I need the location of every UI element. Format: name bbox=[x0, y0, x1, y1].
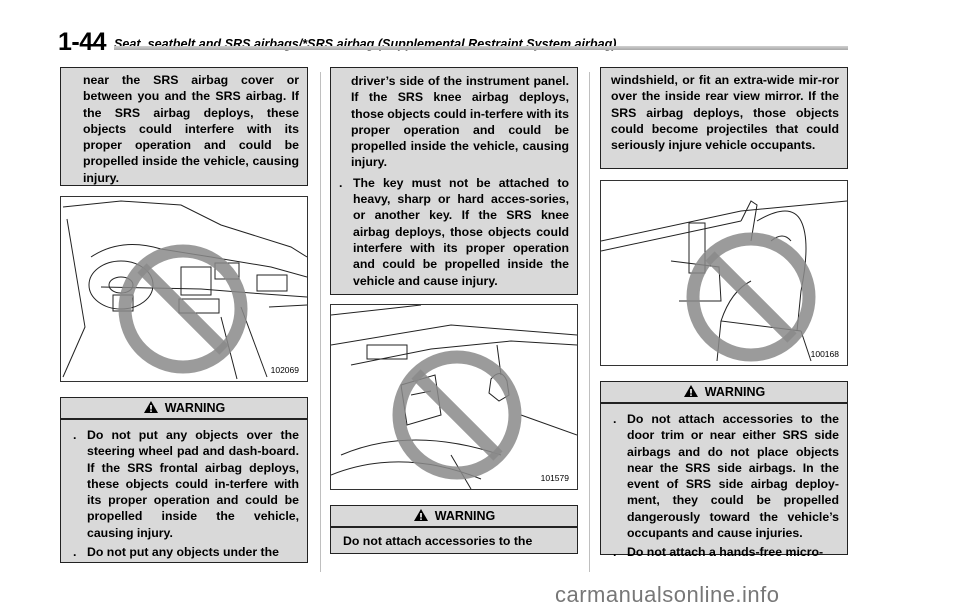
column-divider bbox=[320, 72, 321, 572]
warning-bullet: .Do not attach a hands-free micro- bbox=[613, 544, 839, 560]
watermark: carmanualsonline.info bbox=[555, 582, 780, 607]
bullet-text: Do not attach a hands-free micro- bbox=[627, 545, 824, 560]
warning-triangle-icon bbox=[683, 385, 698, 397]
col1-text-box: near the SRS airbag cover or between you… bbox=[60, 67, 308, 186]
figure-id: 100168 bbox=[810, 349, 839, 359]
header-rule bbox=[114, 46, 848, 50]
col1-warning-title: WARNING bbox=[60, 397, 308, 419]
col1-top-text: near the SRS airbag cover or between you… bbox=[83, 73, 299, 185]
warning-bullet: .Do not put any objects under the bbox=[73, 544, 299, 560]
col2-bottom-text: Do not attach accessories to the bbox=[343, 534, 533, 548]
bullet-text: Do not put any objects under the bbox=[87, 545, 279, 560]
col1-warning-body: .Do not put any objects over the steerin… bbox=[60, 419, 308, 563]
prohibition-sign-icon bbox=[118, 244, 248, 374]
col3-top-text: windshield, or fit an extra-wide mir-ror… bbox=[611, 73, 839, 153]
warning-label: WARNING bbox=[704, 385, 766, 399]
col2-top-text: driver’s side of the instrument panel. I… bbox=[351, 74, 569, 170]
col2-text-box: driver’s side of the instrument panel. I… bbox=[330, 67, 578, 295]
warning-bullet: .Do not put any objects over the steerin… bbox=[73, 428, 299, 540]
page-header: 1-44 Seat, seatbelt and SRS airbags/*SRS… bbox=[0, 0, 960, 60]
bullet-text: Do not put any objects over the steering… bbox=[87, 428, 299, 540]
col3-warning-title: WARNING bbox=[600, 381, 848, 403]
col3-text-box: windshield, or fit an extra-wide mir-ror… bbox=[600, 67, 848, 169]
bullet-text: The key must not be attached to heavy, s… bbox=[353, 175, 569, 288]
page-number: 1-44 bbox=[58, 28, 107, 56]
prohibition-sign-icon bbox=[392, 350, 522, 480]
bullet-text: Do not attach accessories to the door tr… bbox=[627, 412, 839, 541]
warning-label: WARNING bbox=[164, 401, 226, 415]
col2-bullet: .The key must not be attached to heavy, … bbox=[339, 175, 569, 288]
col2-warning-title: WARNING bbox=[330, 505, 578, 527]
key-figure: 101579 bbox=[330, 304, 578, 490]
column-divider bbox=[589, 72, 590, 572]
warning-triangle-icon bbox=[413, 509, 428, 521]
prohibition-sign-icon bbox=[686, 232, 816, 362]
col2-warning-body: Do not attach accessories to the bbox=[330, 527, 578, 554]
warning-triangle-icon bbox=[143, 401, 158, 413]
warning-label: WARNING bbox=[434, 509, 496, 523]
figure-id: 101579 bbox=[540, 473, 569, 483]
figure-id: 102069 bbox=[270, 365, 299, 375]
dashboard-figure: 102069 bbox=[60, 196, 308, 382]
seat-figure: 100168 bbox=[600, 180, 848, 366]
col3-warning-body: .Do not attach accessories to the door t… bbox=[600, 403, 848, 559]
warning-bullet: .Do not attach accessories to the door t… bbox=[613, 412, 839, 541]
